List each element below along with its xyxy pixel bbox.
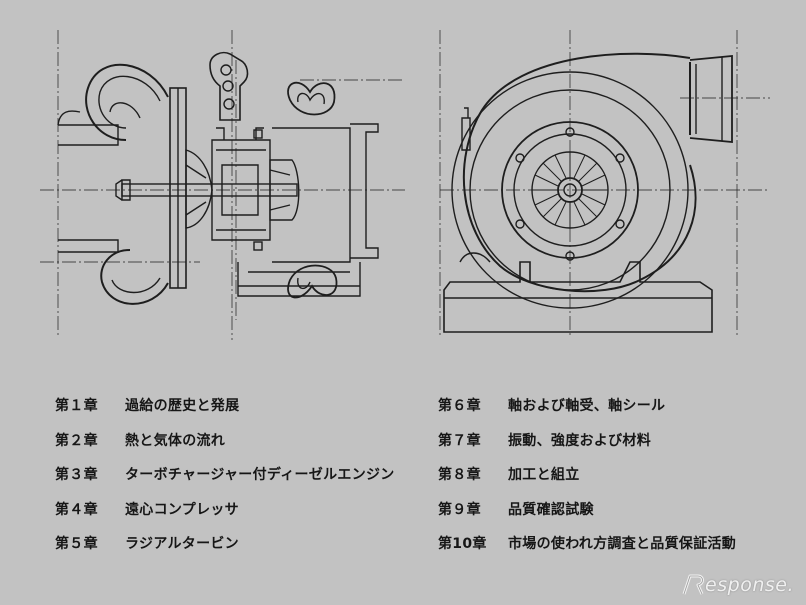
chapter-number: 第６章: [438, 398, 481, 415]
chapter-number: 第４章: [55, 501, 98, 518]
chapter-title: 遠心コンプレッサ: [125, 501, 239, 518]
chapter-number: 第８章: [438, 467, 481, 484]
toc-item: 第９章 品質確認試験: [438, 492, 806, 527]
toc-right-column: 第６章 軸および軸受、軸シール 第７章 振動、強度および材料 第８章 加工と組立…: [438, 388, 806, 561]
chapter-title: 過給の歴史と発展: [125, 398, 240, 415]
toc-item: 第４章 遠心コンプレッサ: [55, 492, 435, 527]
response-logo-icon: [682, 574, 705, 595]
toc-item: 第１章 過給の歴史と発展: [55, 388, 435, 423]
chapter-title: 振動、強度および材料: [508, 432, 651, 449]
chapter-title: 市場の使われ方調査と品質保証活動: [508, 536, 737, 553]
toc-item: 第７章 振動、強度および材料: [438, 423, 806, 458]
toc-left-column: 第１章 過給の歴史と発展 第２章 熱と気体の流れ 第３章 ターボチャージャー付デ…: [55, 388, 435, 561]
chapter-number: 第１章: [55, 398, 98, 415]
toc-item: 第２章 熱と気体の流れ: [55, 423, 435, 458]
chapter-title: ラジアルタービン: [125, 536, 239, 553]
chapter-number: 第９章: [438, 501, 481, 518]
toc-item: 第５章 ラジアルタービン: [55, 526, 435, 561]
chapter-title: 品質確認試験: [508, 501, 594, 518]
toc-item: 第10章 市場の使われ方調査と品質保証活動: [438, 526, 806, 561]
chapter-number: 第10章: [438, 536, 487, 553]
chapter-title: 熱と気体の流れ: [125, 432, 226, 449]
turbocharger-drawing: [40, 30, 770, 340]
response-watermark: esponse.: [681, 573, 794, 597]
chapter-title: 加工と組立: [508, 467, 580, 484]
chapter-number: 第２章: [55, 432, 98, 449]
chapter-number: 第７章: [438, 432, 481, 449]
toc-item: 第６章 軸および軸受、軸シール: [438, 388, 806, 423]
toc-item: 第８章 加工と組立: [438, 457, 806, 492]
front-view: [439, 30, 770, 335]
watermark-text: esponse.: [705, 574, 794, 596]
chapter-title: 軸および軸受、軸シール: [508, 398, 666, 415]
toc-item: 第３章 ターボチャージャー付ディーゼルエンジン: [55, 457, 435, 492]
chapter-number: 第５章: [55, 536, 98, 553]
cross-section-view: [40, 30, 405, 340]
chapter-title: ターボチャージャー付ディーゼルエンジン: [125, 467, 395, 484]
chapter-number: 第３章: [55, 467, 98, 484]
